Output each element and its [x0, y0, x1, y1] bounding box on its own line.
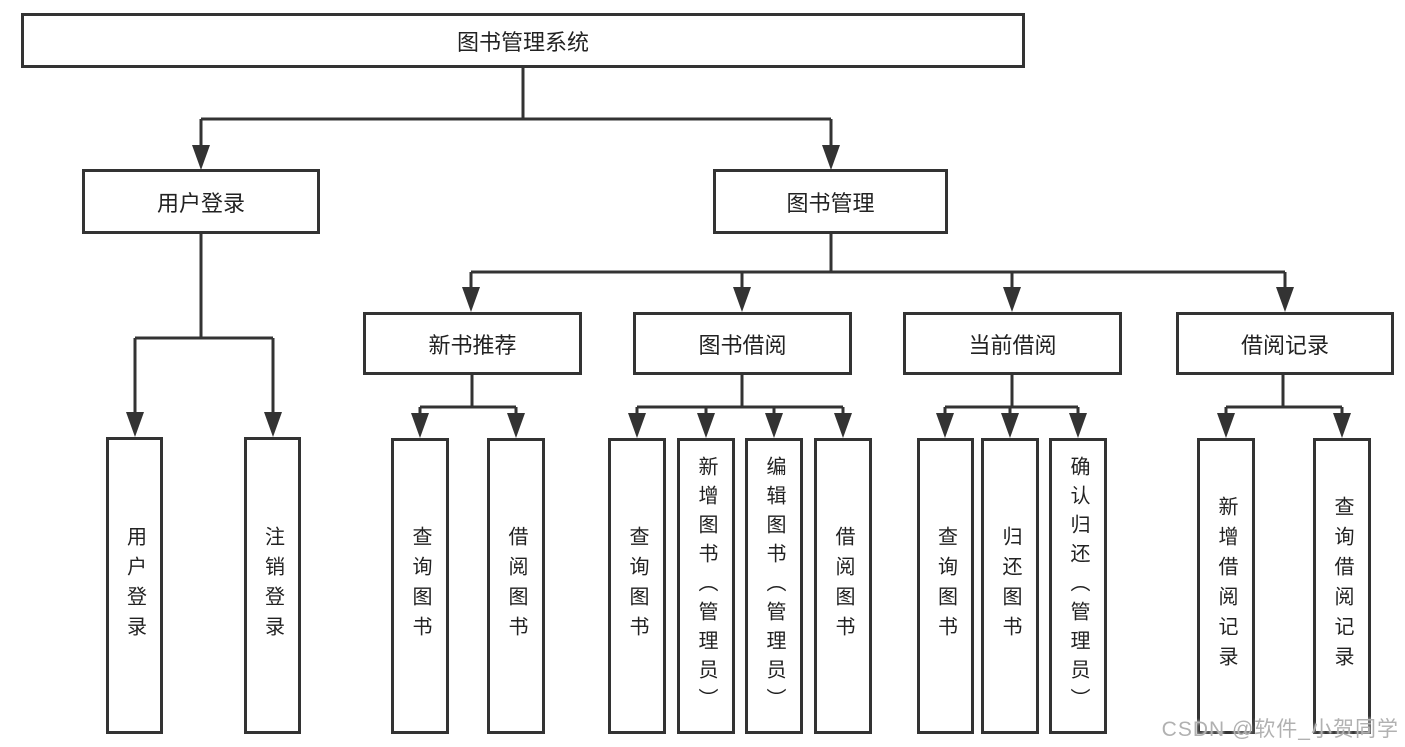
node-cb-confirm-return-admin: 确认归还（管理员）: [1049, 438, 1107, 734]
node-label: 当前借阅: [968, 332, 1057, 358]
connector-root: [199, 68, 833, 146]
connector-current: [943, 375, 1080, 414]
node-label: 图书借阅: [698, 332, 787, 358]
node-label: 新书推荐: [428, 332, 517, 358]
node-cb-query-books: 查询图书: [917, 438, 974, 734]
node-label: 用户登录: [123, 525, 146, 646]
watermark: CSDN @软件_小贺同学: [1161, 718, 1399, 741]
node-cb-return-books: 归还图书: [981, 438, 1039, 734]
node-label: 查询借阅记录: [1331, 496, 1353, 676]
node-nb-query-books: 查询图书: [391, 438, 449, 734]
node-label: 查询图书: [934, 526, 957, 646]
connector-records: [1224, 375, 1344, 414]
node-borrowing-records: 借阅记录: [1176, 312, 1394, 375]
node-new-book-recommendation: 新书推荐: [363, 312, 582, 375]
node-label: 图书管理: [786, 190, 875, 216]
connector-root-arrowheads: [192, 145, 840, 170]
connector-borrowing: [635, 375, 845, 414]
node-label: 借阅记录: [1240, 332, 1329, 358]
node-label: 借阅图书: [505, 526, 527, 646]
node-label: 注销登录: [261, 525, 284, 646]
node-br-add-record: 新增借阅记录: [1197, 438, 1255, 734]
connector-user-login: [133, 233, 275, 414]
node-bb-add-books-admin: 新增图书（管理员）: [677, 438, 735, 734]
node-label: 查询图书: [409, 526, 431, 646]
connector-new-books-arrowheads: [411, 413, 525, 438]
node-label: 新增图书（管理员）: [695, 455, 717, 717]
node-label: 用户登录: [156, 190, 245, 216]
connector-new-books: [418, 375, 518, 414]
node-label: 查询图书: [626, 526, 648, 646]
node-bb-query-books: 查询图书: [608, 438, 666, 734]
node-current-borrowing: 当前借阅: [903, 312, 1122, 375]
connector-current-arrowheads: [936, 413, 1087, 438]
node-bb-edit-books-admin: 编辑图书（管理员）: [745, 438, 803, 734]
node-label: 编辑图书（管理员）: [763, 455, 785, 717]
node-br-query-record: 查询借阅记录: [1313, 438, 1371, 734]
node-library-management-system: 图书管理系统: [21, 13, 1025, 68]
node-label: 归还图书: [999, 526, 1021, 646]
node-label: 新增借阅记录: [1215, 496, 1237, 676]
connector-records-arrowheads: [1217, 413, 1351, 438]
node-ul-user-login: 用户登录: [106, 437, 163, 734]
node-book-borrowing: 图书借阅: [633, 312, 852, 375]
connector-book-management-arrowheads: [462, 287, 1294, 312]
node-label: 借阅图书: [832, 526, 854, 646]
node-bb-borrow-books: 借阅图书: [814, 438, 872, 734]
node-label: 确认归还（管理员）: [1067, 455, 1089, 717]
node-nb-borrow-books: 借阅图书: [487, 438, 545, 734]
node-ul-logout: 注销登录: [244, 437, 301, 734]
connector-book-management: [469, 233, 1287, 288]
connector-user-login-arrowheads: [126, 412, 282, 437]
node-user-login: 用户登录: [82, 169, 320, 234]
node-label: 图书管理系统: [456, 29, 589, 55]
connector-borrowing-arrowheads: [628, 413, 852, 438]
node-book-management: 图书管理: [713, 169, 948, 234]
